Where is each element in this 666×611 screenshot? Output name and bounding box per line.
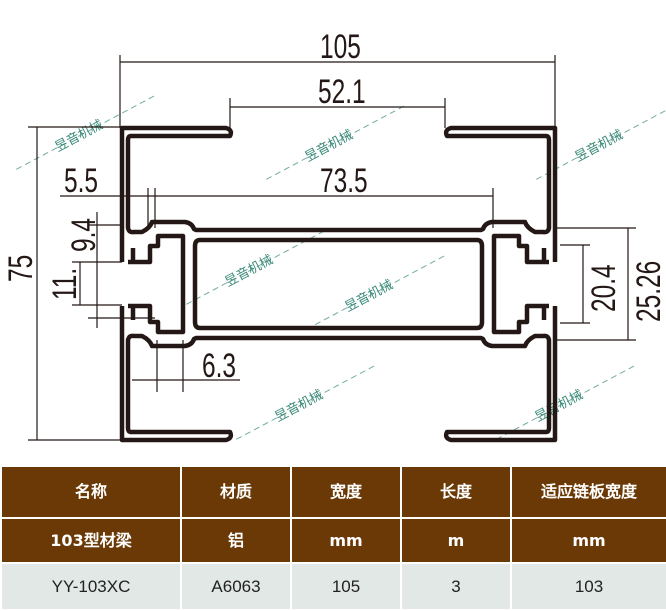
table-header-row: 名称 材质 宽度 长度 适应链板宽度 [0, 465, 666, 519]
dim-75: 75 [2, 255, 40, 282]
dim-20-4: 20.4 [585, 264, 623, 312]
cell: mm [290, 517, 402, 564]
svg-text:昱音机械: 昱音机械 [52, 117, 105, 156]
dim-105: 105 [320, 28, 361, 66]
watermark: 昱音机械 [186, 228, 328, 305]
svg-text:昱音机械: 昱音机械 [302, 127, 355, 166]
watermarks: 昱音机械昱音机械昱音机械昱音机械昱音机械昱音机械昱音机械 [16, 93, 666, 440]
dimension-labels: 105 52.1 73.5 5.5 75 9.4 11. 6.3 20.4 25… [2, 28, 666, 385]
table-row: YY-103XC A6063 105 3 103 [0, 562, 666, 611]
header-chain-width: 适应链板宽度 [510, 465, 666, 519]
dim-73-5: 73.5 [320, 162, 368, 200]
dim-25-26: 25.26 [630, 261, 666, 322]
cell: 铝 [180, 517, 292, 564]
cell: 3 [400, 562, 512, 611]
svg-text:昱音机械: 昱音机械 [272, 387, 325, 426]
watermark: 昱音机械 [306, 253, 448, 330]
svg-text:昱音机械: 昱音机械 [222, 252, 275, 291]
dim-52-1: 52.1 [318, 73, 366, 111]
dimension-lines [28, 55, 636, 441]
header-width: 宽度 [290, 465, 402, 519]
cell: 105 [290, 562, 402, 611]
svg-text:昱音机械: 昱音机械 [572, 127, 625, 166]
header-material: 材质 [180, 465, 292, 519]
svg-text:昱音机械: 昱音机械 [532, 387, 585, 426]
cell: 103 [510, 562, 666, 611]
watermark: 昱音机械 [236, 363, 378, 440]
watermark: 昱音机械 [536, 103, 666, 180]
cell: 103型材梁 [0, 517, 182, 564]
cell: m [400, 517, 512, 564]
table-row: 103型材梁 铝 mm m mm [0, 517, 666, 564]
cell: mm [510, 517, 666, 564]
svg-text:昱音机械: 昱音机械 [342, 277, 395, 316]
spec-table: 名称 材质 宽度 长度 适应链板宽度 103型材梁 铝 mm m mm YY-1… [0, 465, 666, 611]
profile-drawing: 昱音机械昱音机械昱音机械昱音机械昱音机械昱音机械昱音机械 105 52.1 73… [2, 28, 666, 465]
dim-11: 11. [46, 268, 84, 300]
cell: YY-103XC [0, 562, 182, 611]
dim-6-3: 6.3 [202, 347, 236, 385]
dim-9-4: 9.4 [65, 218, 103, 252]
dim-5-5: 5.5 [64, 162, 98, 200]
cell: A6063 [180, 562, 292, 611]
header-name: 名称 [0, 465, 182, 519]
header-length: 长度 [400, 465, 512, 519]
